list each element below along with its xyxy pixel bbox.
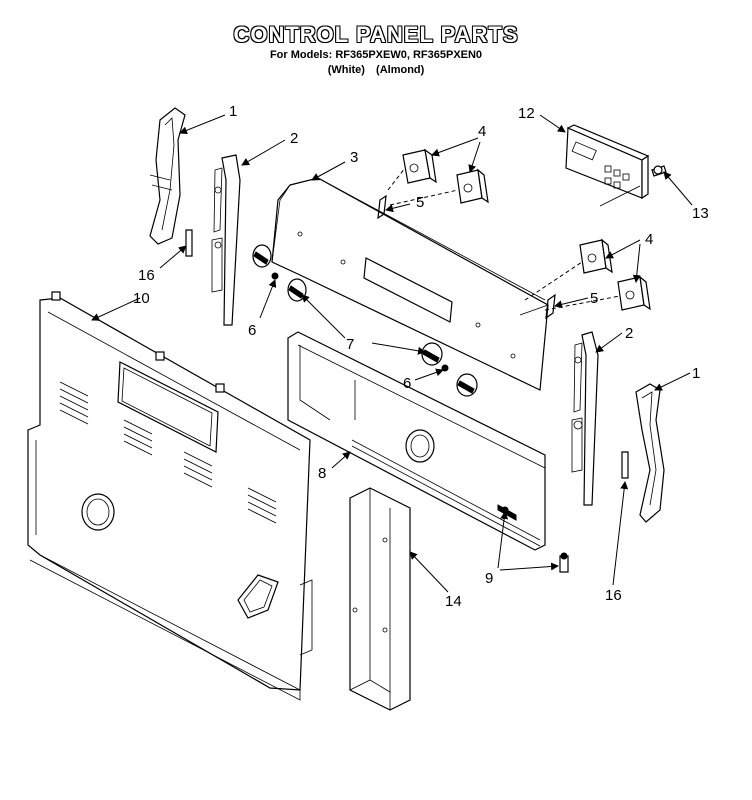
part-side-bracket-left bbox=[211, 154, 241, 326]
callout-5-top: 5 bbox=[416, 194, 424, 211]
part-side-bracket-right bbox=[571, 331, 599, 506]
callout-numbers: 1 2 3 4 5 12 13 16 10 6 7 6 4 5 2 1 8 9 … bbox=[133, 103, 709, 610]
callout-2-right: 2 bbox=[625, 325, 633, 342]
callout-1-right: 1 bbox=[692, 365, 700, 382]
part-channel bbox=[349, 487, 411, 711]
part-display-module bbox=[565, 124, 650, 207]
callout-13: 13 bbox=[692, 205, 709, 222]
callout-6-mid: 6 bbox=[403, 375, 411, 392]
part-screws-6 bbox=[271, 272, 449, 372]
callout-4-right: 4 bbox=[645, 231, 653, 248]
callout-1-left: 1 bbox=[229, 103, 237, 120]
leader-lines bbox=[91, 114, 693, 593]
part-screws-9 bbox=[501, 506, 569, 573]
callout-9: 9 bbox=[485, 570, 493, 587]
part-screw-13 bbox=[651, 165, 667, 177]
callout-7: 7 bbox=[346, 336, 354, 353]
callout-8: 8 bbox=[318, 465, 326, 482]
part-end-cap-right bbox=[635, 383, 665, 523]
callout-3: 3 bbox=[350, 149, 358, 166]
diagram-title: CONTROL PANEL PARTS bbox=[233, 22, 519, 47]
part-end-cap-left bbox=[149, 107, 186, 245]
callout-4-top: 4 bbox=[478, 123, 486, 140]
part-rear-panel bbox=[27, 291, 313, 701]
part-knobs bbox=[252, 244, 478, 397]
color-white: (White) bbox=[327, 64, 365, 76]
callout-16-right: 16 bbox=[605, 587, 622, 604]
color-line: (White) (Almond) bbox=[0, 64, 752, 76]
callout-6-left: 6 bbox=[248, 322, 256, 339]
part-control-panel bbox=[271, 177, 549, 391]
alignment-lines bbox=[387, 167, 621, 311]
models-line: For Models: RF365PXEW0, RF365PXEN0 bbox=[269, 49, 483, 61]
callout-14: 14 bbox=[445, 593, 462, 610]
callout-16-left: 16 bbox=[138, 267, 155, 284]
callout-10: 10 bbox=[133, 290, 150, 307]
callout-5-right: 5 bbox=[590, 290, 598, 307]
part-clip-left bbox=[185, 229, 193, 257]
part-clips-5 bbox=[377, 194, 556, 320]
part-clip-right bbox=[621, 451, 629, 479]
callout-2-left: 2 bbox=[290, 130, 298, 147]
part-panel-frame bbox=[287, 331, 546, 551]
color-almond: (Almond) bbox=[376, 64, 425, 76]
callout-12: 12 bbox=[518, 105, 535, 122]
